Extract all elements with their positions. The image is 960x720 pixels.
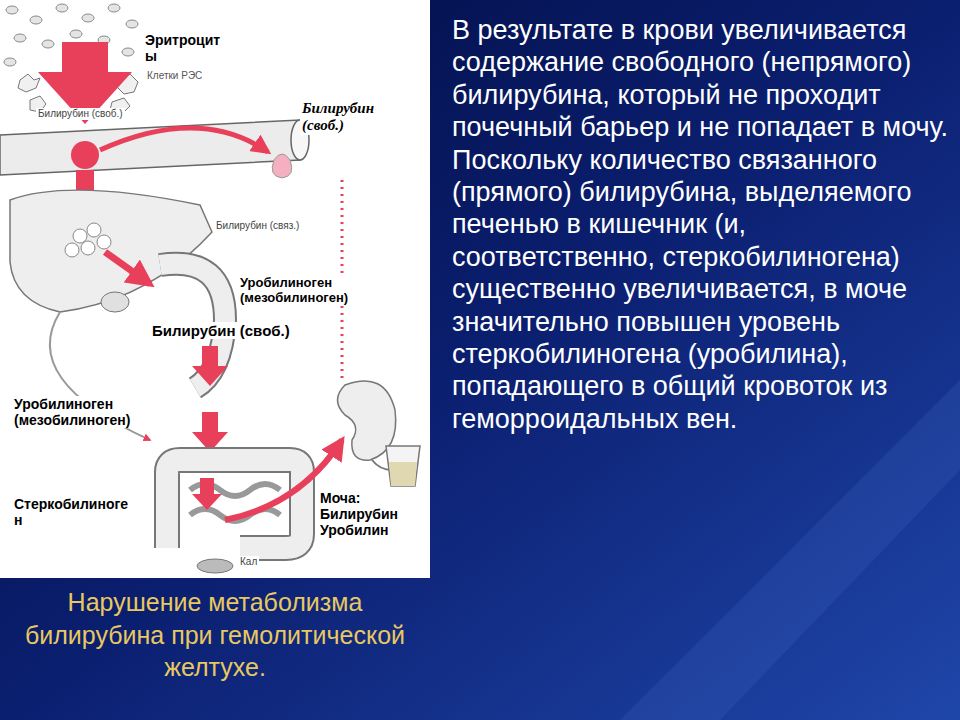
caption: Нарушение метаболизма билирубина при гем…: [0, 586, 430, 684]
cell-label: Клетки РЭС: [145, 70, 204, 82]
bilirubin-label: Билирубин (своб.): [150, 322, 292, 339]
liver-cells: [65, 223, 111, 257]
body-text: В результате в крови увеличивается содер…: [452, 14, 948, 435]
red-arrow: [192, 412, 228, 452]
part-label: Билирубин (связ.): [214, 220, 301, 232]
gallbladder: [101, 292, 129, 312]
red-arrow: [192, 346, 228, 386]
stercobilinogen-label: Стеркобилиноге н: [12, 496, 130, 528]
urine: [389, 462, 417, 486]
red-dot: [71, 141, 99, 169]
liver: [10, 190, 212, 312]
glass: [386, 446, 420, 486]
feces-label: Кал: [238, 556, 259, 568]
colon: [167, 460, 302, 548]
blood-vessel: [0, 120, 300, 175]
red-arrow: [100, 128, 268, 152]
part-label: Билирубин (своб.): [36, 108, 125, 120]
urobilinogen-label: Уробилиноген (мезобилиноген): [12, 396, 132, 428]
urobilinogen-label: Уробилиноген (мезобилиноген): [238, 276, 350, 306]
red-arrow: [105, 252, 150, 284]
image-panel: [0, 0, 430, 578]
feces: [197, 559, 233, 573]
colon: [167, 460, 302, 548]
drop: [272, 154, 292, 178]
urine-label: Моча: Билирубин Уробилин: [318, 490, 400, 538]
erythrocyte-label: Эритроцит ы: [143, 32, 222, 64]
bilirubin-label: Билирубин (своб.): [300, 100, 376, 135]
red-arrow: [192, 478, 222, 510]
